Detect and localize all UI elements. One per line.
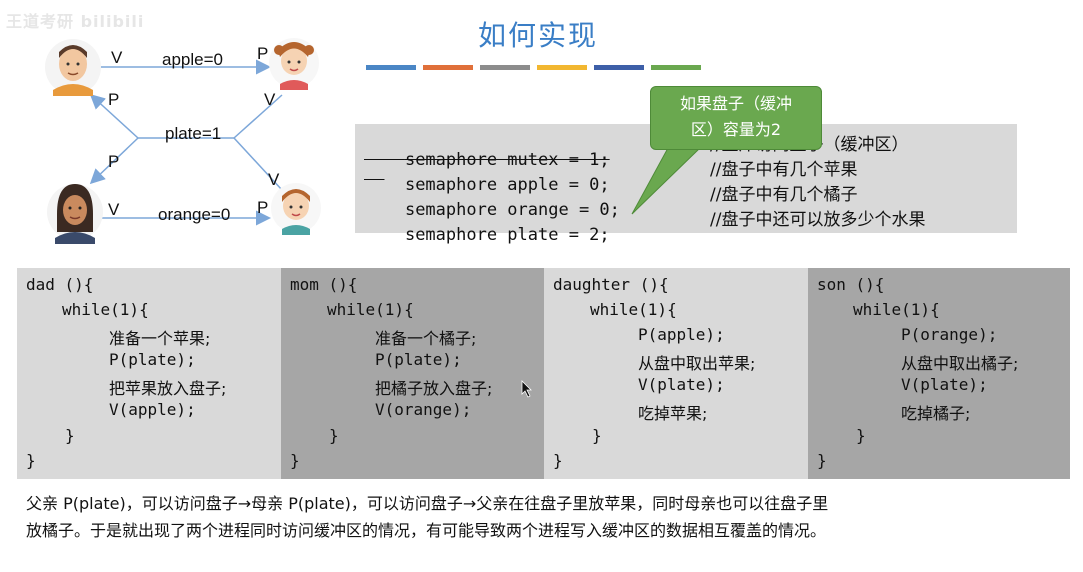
watermark: 王道考研 bilibili (6, 12, 145, 31)
mom-line-3: 把橘子放入盘子; (375, 379, 493, 398)
semaphore-orange-line: semaphore orange = 0; //盘子中有几个橘子 (364, 180, 1014, 240)
daughter-avatar (269, 38, 319, 90)
explanation-line-2: 放橘子。于是就出现了两个进程同时访问缓冲区的情况，有可能导致两个进程写入缓冲区的… (26, 521, 827, 540)
son-to-plate-line (233, 137, 283, 191)
orange-semaphore-label: orange=0 (158, 205, 231, 224)
color-bar-blue (366, 65, 416, 70)
daughter-to-plate-line (233, 94, 283, 139)
dad-header: dad (){ (26, 275, 94, 294)
dad-line-4: V(apple); (109, 400, 196, 419)
color-bar-gray (480, 65, 530, 70)
son-process-panel: son (){ while(1){ P(orange); 从盘中取出橘子; V(… (808, 268, 1070, 479)
mom-line-1: 准备一个橘子; (375, 329, 477, 348)
explanation-line-1: 父亲 P(plate)，可以访问盘子→母亲 P(plate)，可以访问盘子→父亲… (26, 494, 829, 513)
son-inner-close: } (856, 426, 866, 445)
explanation-text: 父亲 P(plate)，可以访问盘子→母亲 P(plate)，可以访问盘子→父亲… (26, 490, 1066, 544)
dad-line-3: 把苹果放入盘子; (109, 379, 227, 398)
color-bar-navy (594, 65, 644, 70)
mom-outer-close: } (290, 451, 300, 470)
dad-process-panel: dad (){ while(1){ 准备一个苹果; P(plate); 把苹果放… (17, 268, 281, 479)
son-avatar (271, 183, 321, 235)
son-line-4: 吃掉橘子; (901, 404, 971, 423)
mom-line-4: V(orange); (375, 400, 472, 419)
daughter-line-2: 从盘中取出苹果; (638, 354, 756, 373)
daughter-outer-close: } (553, 451, 563, 470)
p-left-lower-label: P (108, 152, 120, 171)
v-right-lower-label: V (268, 170, 280, 189)
son-line-2: 从盘中取出橘子; (901, 354, 1019, 373)
color-bar-yellow (537, 65, 587, 70)
p-left-upper-label: P (108, 90, 120, 109)
color-bar-green (651, 65, 701, 70)
son-outer-close: } (817, 451, 827, 470)
process-sync-diagram: V apple=0 P P V plate=1 P V V orange=0 P (0, 0, 340, 260)
mom-avatar (47, 184, 103, 244)
mom-header: mom (){ (290, 275, 358, 294)
daughter-loop: while(1){ (590, 300, 677, 319)
son-line-1: P(orange); (901, 325, 998, 344)
dad-outer-close: } (26, 451, 36, 470)
page-title: 如何实现 (478, 19, 599, 52)
semaphore-apple-line: semaphore apple = 0; //盘子中有几个苹果 (364, 155, 1014, 215)
diagram-arrows (45, 38, 321, 244)
mom-line-2: P(plate); (375, 350, 462, 369)
dad-inner-close: } (65, 426, 75, 445)
p-top-right-label: P (257, 44, 269, 63)
son-loop: while(1){ (853, 300, 940, 319)
callout-line-2: 区）容量为2 (690, 120, 782, 139)
daughter-inner-close: } (592, 426, 602, 445)
daughter-line-3: V(plate); (638, 375, 725, 394)
color-bar-orange (423, 65, 473, 70)
v-right-upper-label: V (264, 90, 276, 109)
v-bottom-left-label: V (108, 200, 120, 219)
semaphore-plate-code: semaphore plate = 2; (404, 225, 610, 245)
dad-avatar (45, 39, 101, 96)
semaphore-plate-comment: //盘子中还可以放多少个水果 (710, 210, 926, 230)
daughter-line-4: 吃掉苹果; (638, 404, 708, 423)
mouse-cursor-icon (521, 380, 532, 398)
semaphore-apple-code: semaphore apple = 0; (404, 175, 610, 195)
callout-line-1: 如果盘子（缓冲 (679, 94, 792, 113)
daughter-process-panel: daughter (){ while(1){ P(apple); 从盘中取出苹果… (544, 268, 808, 479)
mom-inner-close: } (329, 426, 339, 445)
semaphore-orange-code: semaphore orange = 0; (404, 200, 620, 220)
semaphore-plate-line: semaphore plate = 2; //盘子中还可以放多少个水果 (364, 205, 1014, 265)
daughter-header: daughter (){ (553, 275, 669, 294)
apple-semaphore-label: apple=0 (162, 50, 223, 69)
capacity-callout: 如果盘子（缓冲 区）容量为2 (650, 86, 822, 150)
son-header: son (){ (817, 275, 885, 294)
v-top-left-label: V (111, 48, 123, 67)
dad-line-2: P(plate); (109, 350, 196, 369)
plate-to-dad-line (89, 93, 139, 139)
plate-semaphore-label: plate=1 (165, 124, 222, 143)
mom-process-panel: mom (){ while(1){ 准备一个橘子; P(plate); 把橘子放… (281, 268, 544, 479)
daughter-line-1: P(apple); (638, 325, 725, 344)
semaphore-mutex-code: semaphore mutex = 1; (404, 150, 610, 170)
son-line-3: V(plate); (901, 375, 988, 394)
dad-loop: while(1){ (62, 300, 149, 319)
semaphore-orange-comment: //盘子中有几个橘子 (710, 185, 858, 205)
mom-loop: while(1){ (327, 300, 414, 319)
dad-line-1: 准备一个苹果; (109, 329, 211, 348)
semaphore-apple-comment: //盘子中有几个苹果 (710, 160, 858, 180)
plate-to-mom-line (89, 137, 139, 185)
p-bottom-right-label: P (257, 198, 269, 217)
